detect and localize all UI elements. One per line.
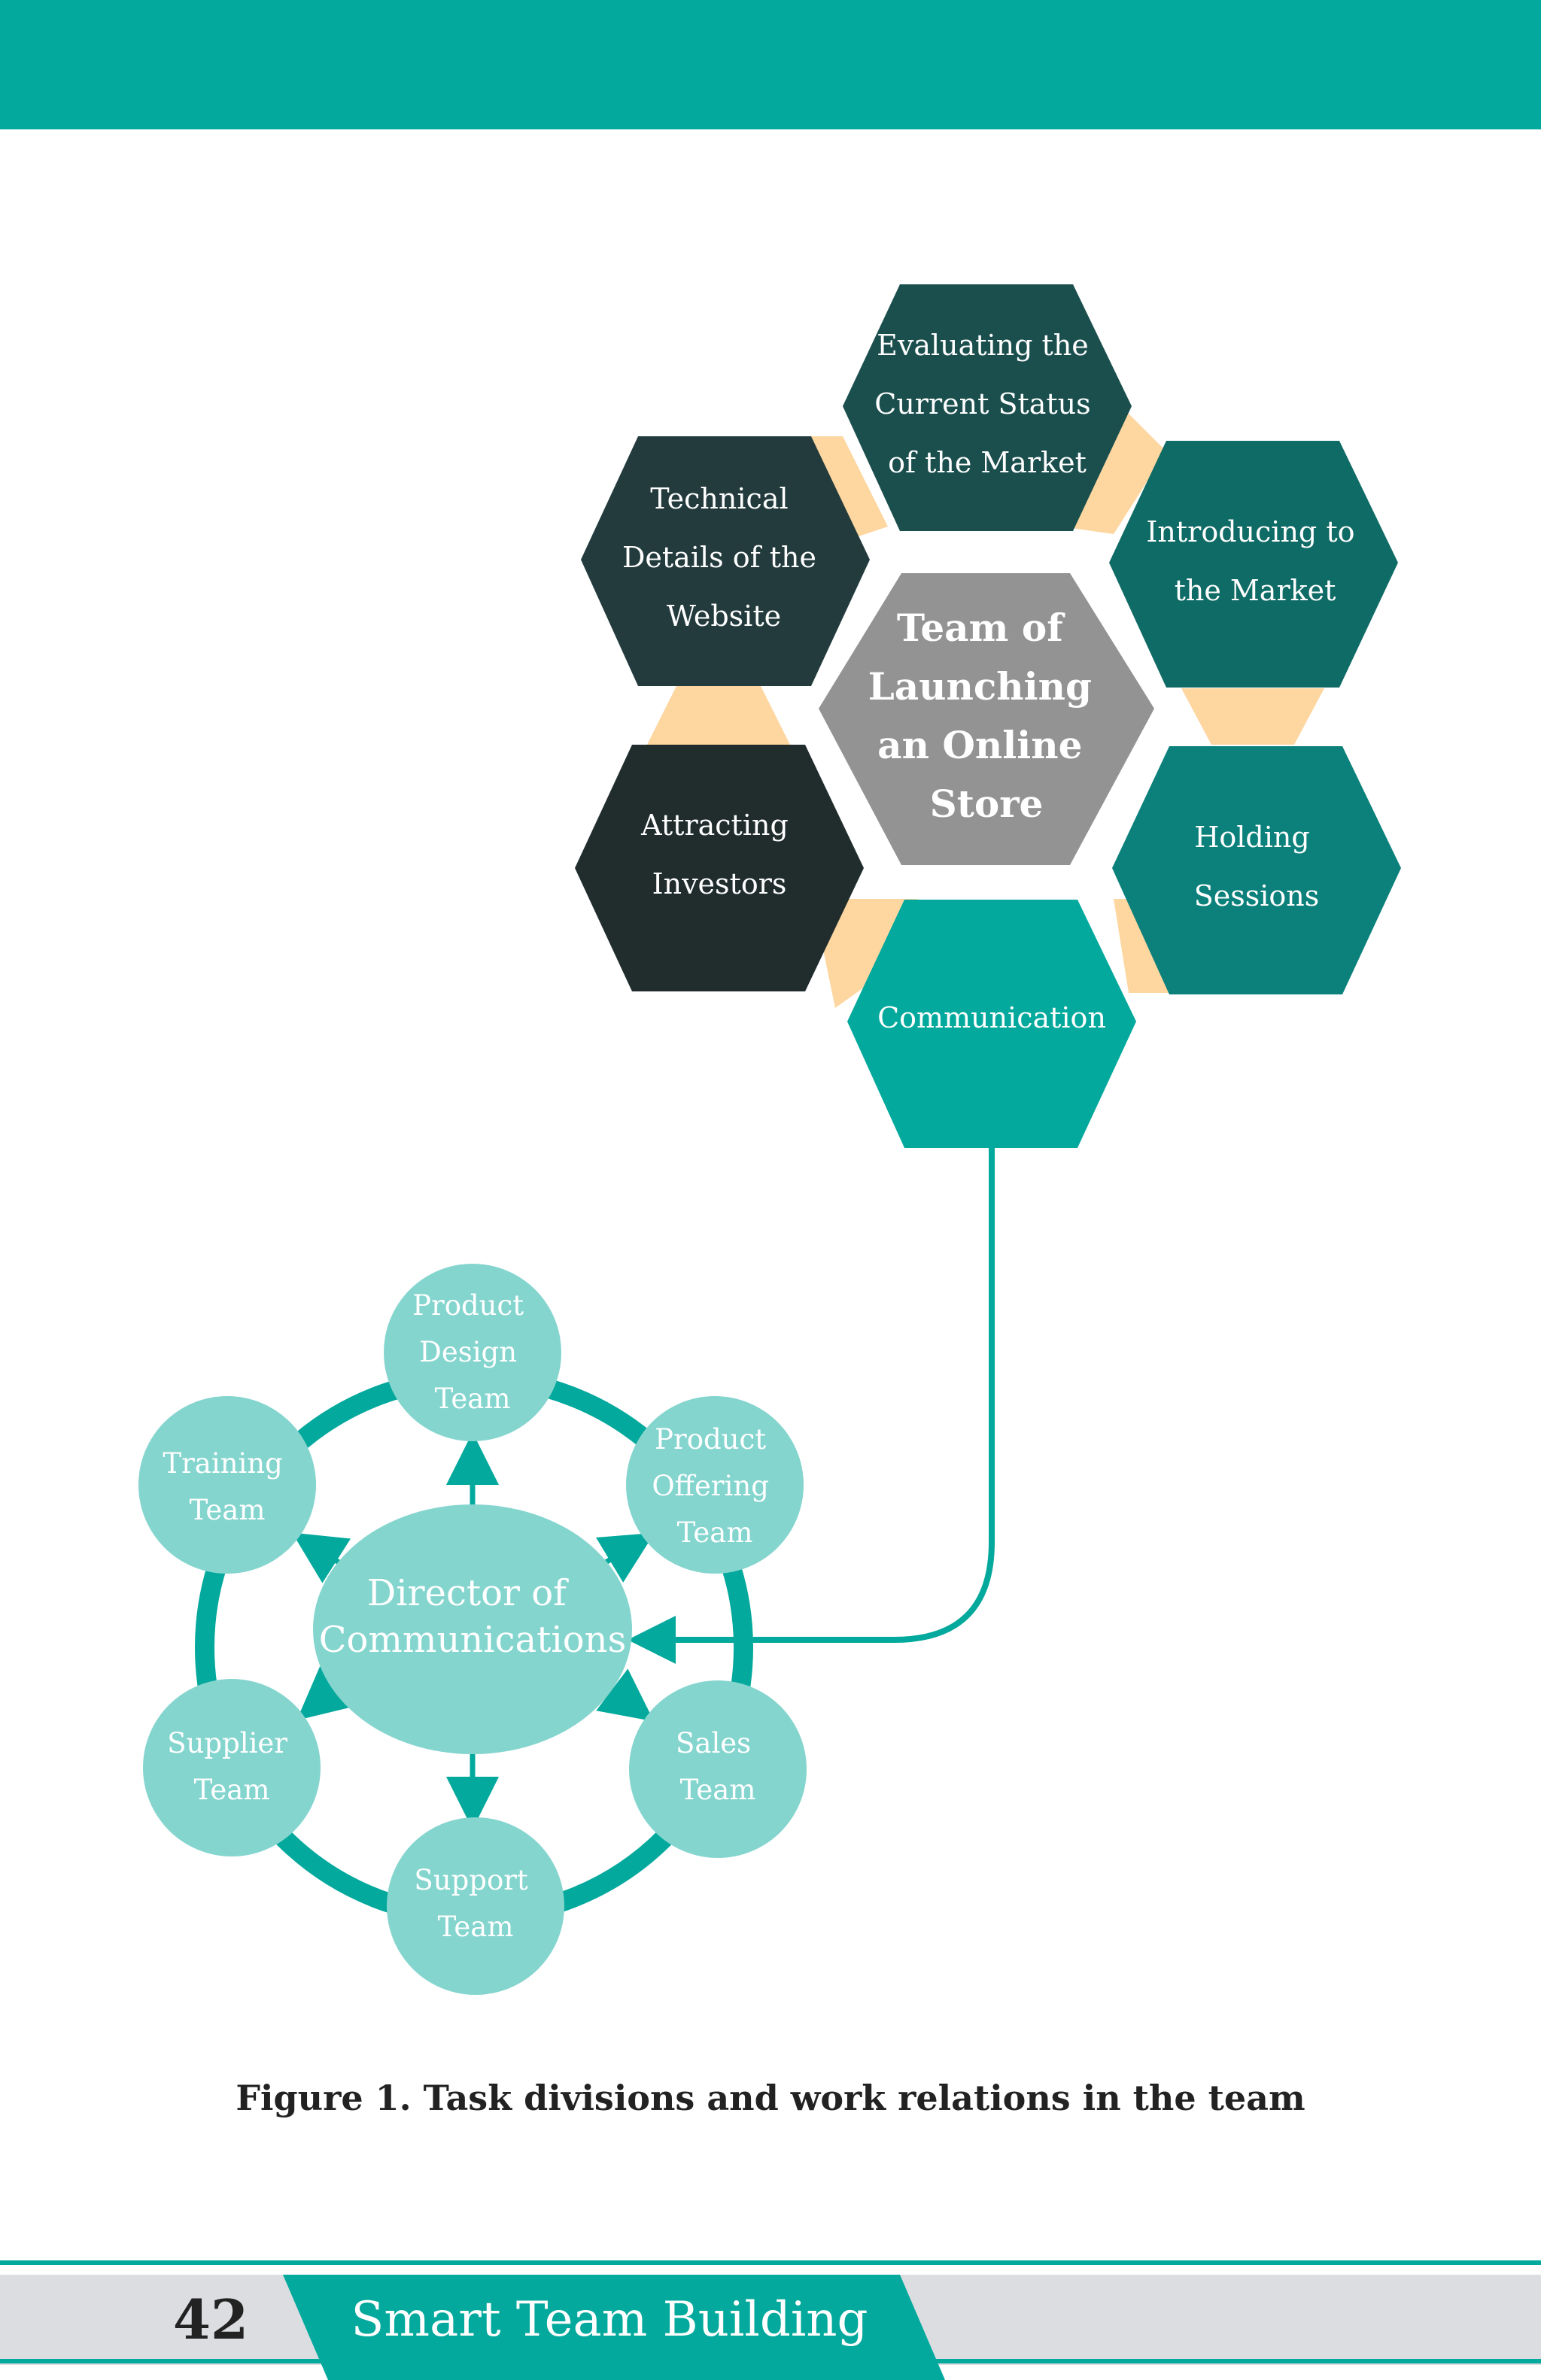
hexagon-bottom-label: Communication [877, 1001, 1106, 1034]
figure-caption: Figure 1. Task divisions and work relati… [236, 2078, 1305, 2118]
team-circle-support: Support Team [387, 1817, 564, 1995]
team-circle-product-offering: Product Offering Team [626, 1396, 804, 1574]
connector-line-communication-to-director [628, 1148, 995, 1664]
hexagon-lower-left-label: Attracting Investors [640, 809, 798, 900]
team-training-label: Training Team [163, 1447, 291, 1526]
connector-lower-left-upper-left [647, 685, 790, 745]
hexagon-upper-right: Introducing to the Market [1109, 441, 1398, 688]
arrow-to-product-offering [595, 1532, 655, 1583]
footer-title-tab [283, 2275, 945, 2380]
director-label: Director of Communications [319, 1572, 626, 1661]
team-supplier-label: Supplier Team [167, 1727, 296, 1806]
connector-top-upper-right [1061, 406, 1166, 534]
arrow-to-training [292, 1532, 351, 1583]
hexagon-lower-right: Holding Sessions [1112, 746, 1401, 994]
hexagon-center-label: Team of Launching an Online Store [868, 606, 1105, 826]
team-product-offering-label: Product Offering Team [652, 1423, 777, 1549]
hexagon-top-label: Evaluating the Current Status of the Mar… [874, 329, 1100, 479]
team-support-label: Support Team [414, 1864, 536, 1943]
connector-bottom-lower-left [813, 899, 918, 1008]
team-circle-product-design: Product Design Team [384, 1264, 561, 1441]
arrow-to-sales [596, 1668, 655, 1722]
book-title: Smart Team Building [351, 2292, 868, 2348]
team-circle-training: Training Team [138, 1396, 316, 1574]
top-header-band [0, 0, 1541, 129]
hexagon-lower-right-label: Holding Sessions [1194, 821, 1320, 912]
director-arrows [292, 1432, 655, 1829]
team-product-design-label: Product Design Team [412, 1289, 533, 1415]
connector-upper-right-lower-right [1181, 688, 1324, 745]
director-node: Director of Communications [313, 1504, 632, 1754]
team-circle-sales: Sales Team [629, 1680, 807, 1858]
page-number: 42 [172, 2287, 249, 2351]
hexagon-upper-left: Technical Details of the Website [581, 436, 870, 686]
hexagon-connectors [647, 406, 1324, 1008]
hexagon-upper-right-label: Introducing to the Market [1146, 515, 1363, 607]
team-sales-label: Sales Team [676, 1727, 760, 1806]
hexagon-center: Team of Launching an Online Store [819, 573, 1154, 865]
hexagon-upper-left-label: Technical Details of the Website [622, 482, 825, 633]
hexagon-top: Evaluating the Current Status of the Mar… [843, 284, 1132, 531]
footer-line-top [0, 2260, 1541, 2265]
hexagon-lower-left: Attracting Investors [575, 745, 864, 991]
team-circle-supplier: Supplier Team [143, 1679, 321, 1856]
hexagon-bottom: Communication [847, 900, 1136, 1148]
